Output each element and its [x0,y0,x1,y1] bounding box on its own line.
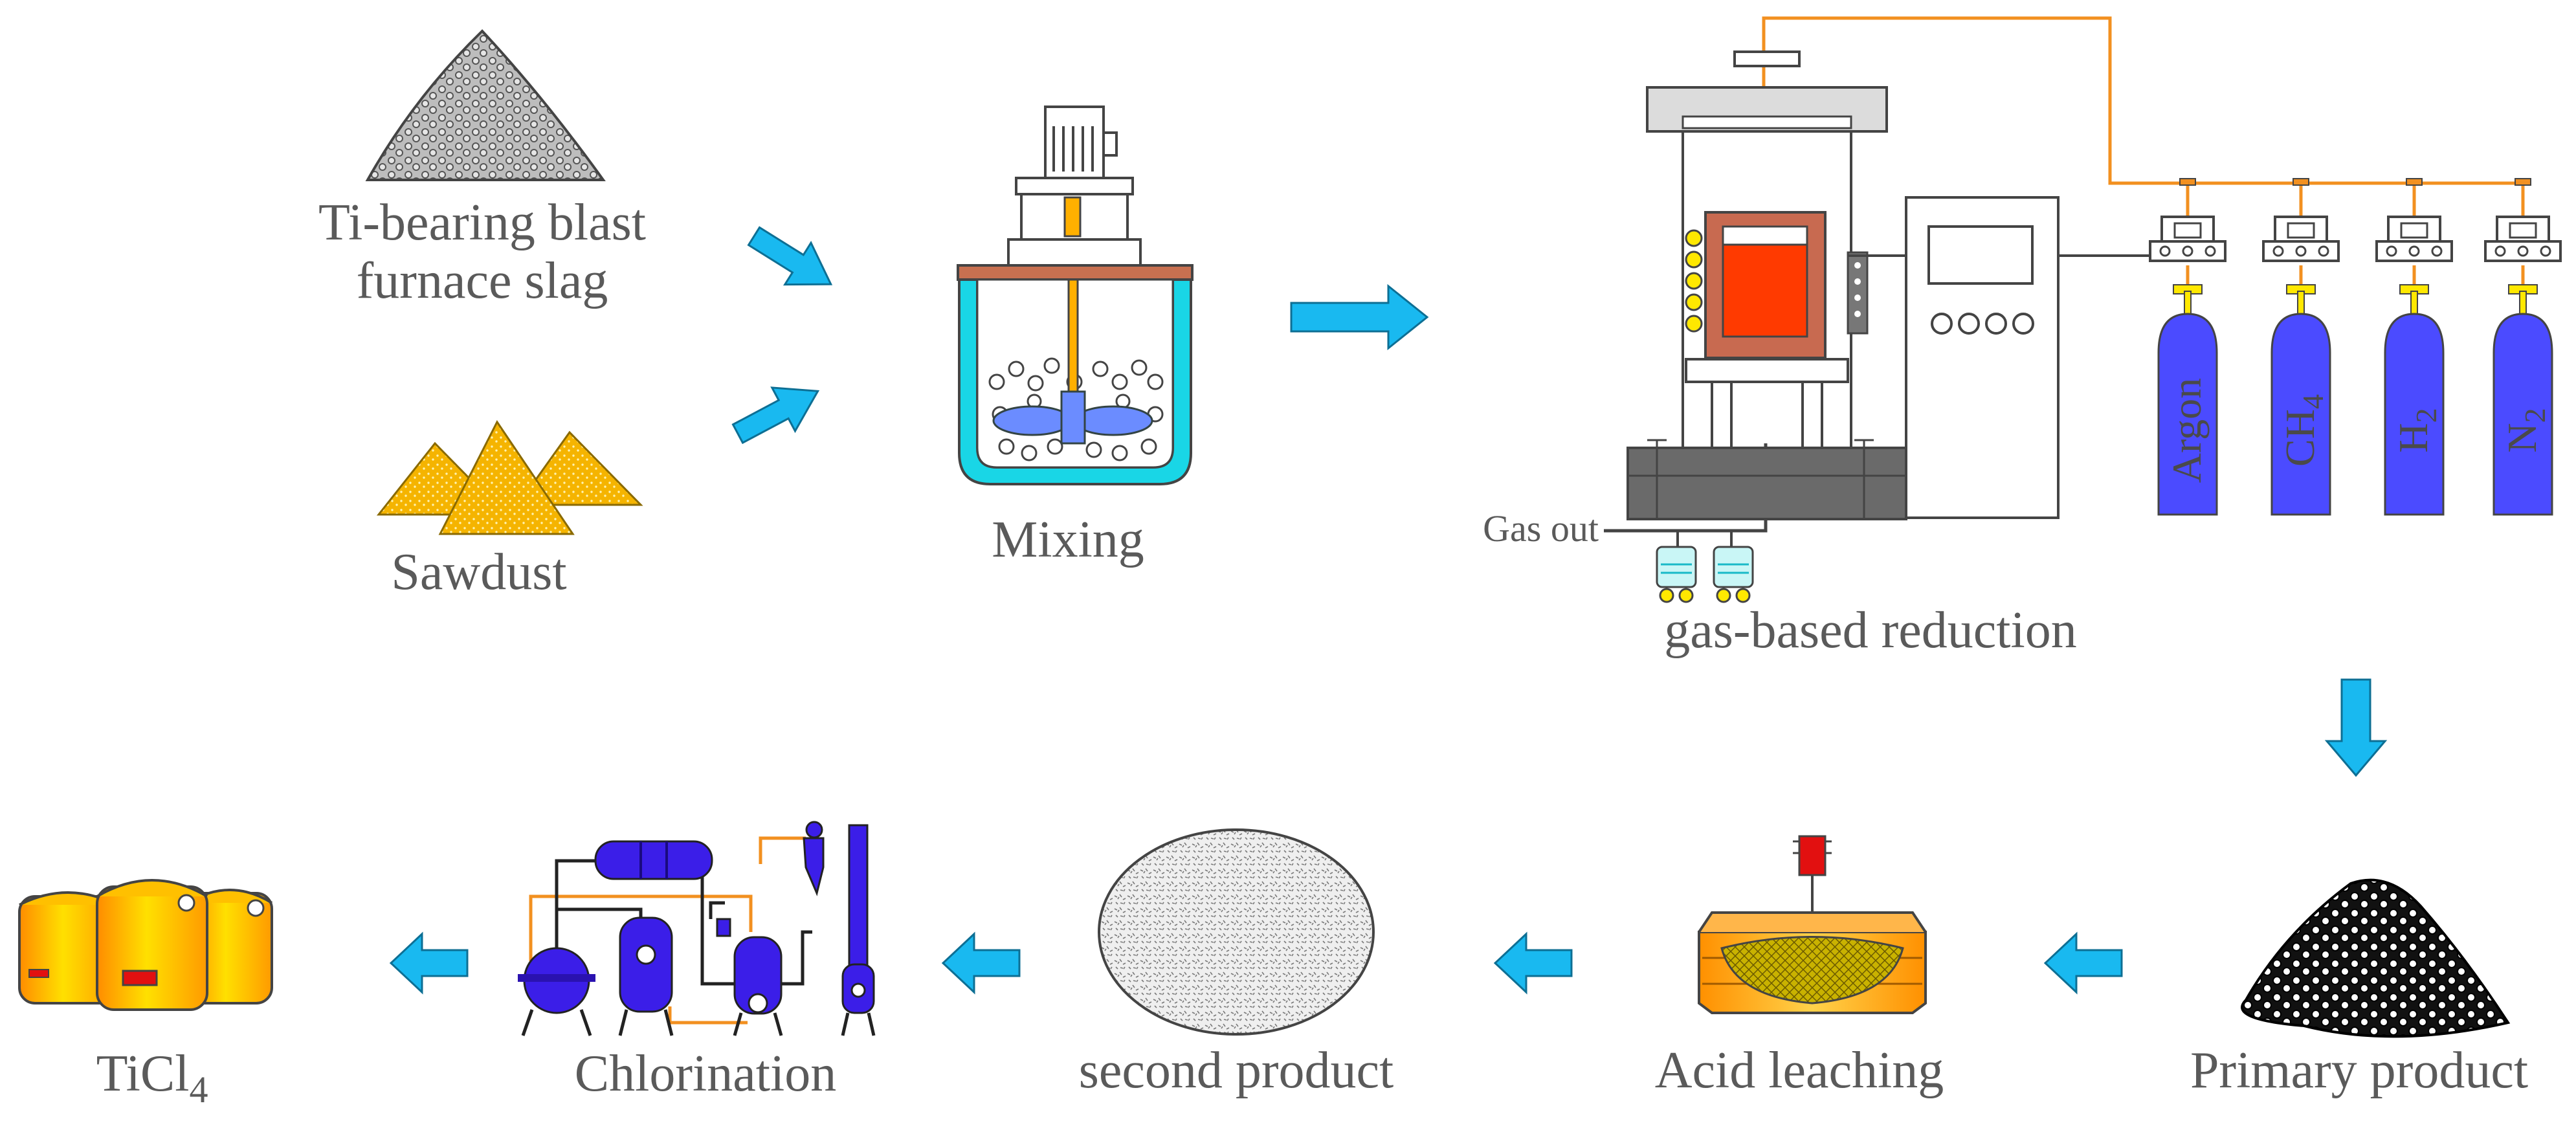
gas-out-label: Gas out [1483,507,1599,549]
gas-cylinder-icon: H2 [2375,178,2453,516]
flow-arrow [747,226,833,286]
flow-arrow [1493,931,1573,995]
gas-cylinder-label: H2 [2390,408,2443,452]
stirred-mixer-tank-icon [957,105,1194,485]
control-cabinet-icon [1848,196,2159,519]
flow-arrow [941,931,1021,995]
tube-furnace-icon [1604,50,1907,603]
gray-slag-pile-icon [365,29,606,181]
acid-leaching-tank-icon [1698,835,1927,1014]
second-product-label: second product [1079,1042,1394,1099]
sawdust-piles-icon [376,420,643,535]
ticl4-storage-tanks-icon [18,879,273,1011]
flow-arrow [1290,283,1429,351]
flow-arrow [389,931,469,995]
black-product-pile-icon [2241,878,2511,1038]
gas-cylinder-icon: N2 [2484,178,2562,516]
primary-product-label: Primary product [2190,1042,2528,1099]
gas-cylinder-group: Argon CH4 H2 N2 [2149,178,2562,516]
gas-cylinder-label: N2 [2499,408,2551,452]
sawdust-label: Sawdust [391,544,566,601]
flow-arrow [2043,931,2123,995]
chlorination-plant-icon [518,821,876,1036]
gas-cylinder-label: CH4 [2277,394,2329,467]
slag-label-line1: Ti-bearing blast [318,194,646,251]
second-product-disk-icon [1098,828,1375,1036]
reduction-label: gas-based reduction [1664,602,2077,659]
flow-arrow [2324,678,2388,777]
flow-arrow [731,386,820,445]
chlorination-label: Chlorination [575,1045,836,1102]
gas-cylinder-icon: Argon [2149,178,2226,516]
acid-leaching-label: Acid leaching [1655,1042,1944,1099]
ticl4-label: TiCl4 [96,1045,208,1111]
gas-cylinder-icon: CH4 [2262,178,2340,516]
gas-cylinder-label: Argon [2164,378,2210,483]
slag-label-line2: furnace slag [357,252,608,309]
mixing-label: Mixing [992,511,1144,568]
